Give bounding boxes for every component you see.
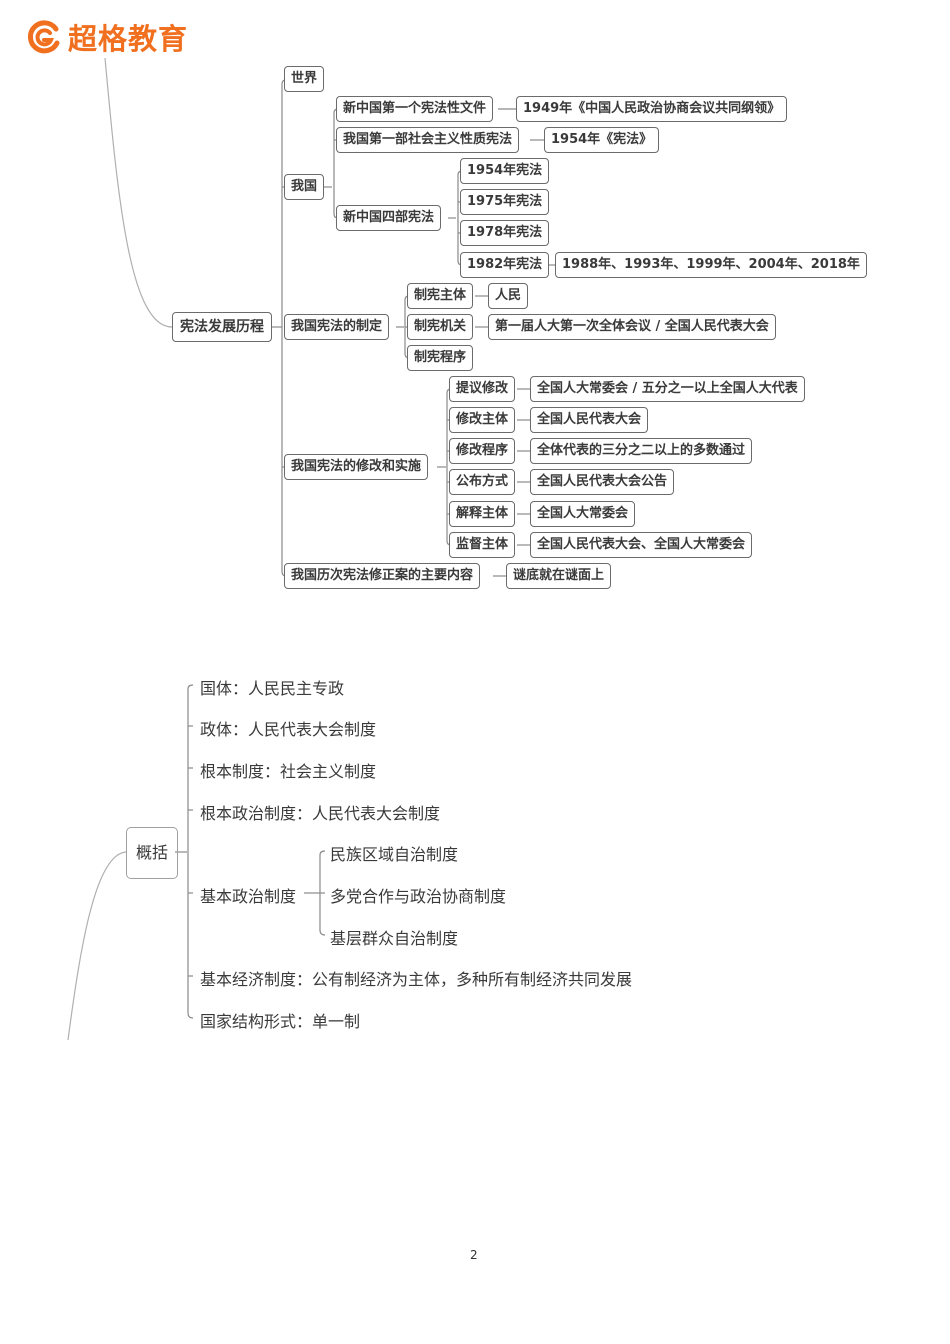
item-state-system[interactable]: 国体：人民民主专政 bbox=[200, 679, 345, 698]
node-making-subject[interactable]: 制宪主体 bbox=[407, 283, 474, 309]
g-logo-icon bbox=[27, 20, 60, 54]
item-state-structure[interactable]: 国家结构形式：单一制 bbox=[200, 1012, 361, 1031]
node-first-socialist[interactable]: 我国第一部社会主义性质宪法 bbox=[336, 127, 520, 153]
node-making-organ-value[interactable]: 第一届人大第一次全体会议 / 全国人民代表大会 bbox=[488, 314, 776, 340]
item-government-form[interactable]: 政体：人民代表大会制度 bbox=[200, 720, 377, 739]
node-world[interactable]: 世界 bbox=[284, 66, 325, 92]
brand-logo: 超格教育 bbox=[26, 16, 188, 58]
sub-item-grassroots[interactable]: 基层群众自治制度 bbox=[330, 929, 459, 948]
node-first-doc[interactable]: 新中国第一个宪法性文件 bbox=[336, 96, 494, 122]
brand-name: 超格教育 bbox=[68, 22, 189, 56]
node-making[interactable]: 我国宪法的制定 bbox=[284, 314, 390, 340]
node-amend-publish[interactable]: 公布方式 bbox=[449, 469, 516, 495]
node-history[interactable]: 我国历次宪法修正案的主要内容 bbox=[284, 563, 481, 589]
node-first-doc-value[interactable]: 1949年《中国人民政治协商会议共同纲领》 bbox=[516, 96, 788, 122]
node-constitution-1975[interactable]: 1975年宪法 bbox=[460, 189, 550, 215]
node-amend[interactable]: 我国宪法的修改和实施 bbox=[284, 454, 429, 480]
node-amend-propose[interactable]: 提议修改 bbox=[449, 376, 516, 402]
node-constitution-1954[interactable]: 1954年宪法 bbox=[460, 158, 550, 184]
node-amend-supervise-value[interactable]: 全国人民代表大会、全国人大常委会 bbox=[530, 532, 753, 558]
node-china[interactable]: 我国 bbox=[284, 174, 325, 200]
node-constitution-1978[interactable]: 1978年宪法 bbox=[460, 220, 550, 246]
node-amend-subject-value[interactable]: 全国人民代表大会 bbox=[530, 407, 649, 433]
node-four-constitutions[interactable]: 新中国四部宪法 bbox=[336, 205, 442, 231]
node-amend-interpret-value[interactable]: 全国人大常委会 bbox=[530, 501, 636, 527]
node-making-subject-value[interactable]: 人民 bbox=[488, 283, 529, 309]
node-amend-procedure[interactable]: 修改程序 bbox=[449, 438, 516, 464]
node-amend-supervise[interactable]: 监督主体 bbox=[449, 532, 516, 558]
root-node-summary[interactable]: 概括 bbox=[126, 827, 179, 879]
item-basic-economic-system[interactable]: 基本经济制度：公有制经济为主体，多种所有制经济共同发展 bbox=[200, 970, 633, 989]
item-fundamental-system[interactable]: 根本制度：社会主义制度 bbox=[200, 762, 377, 781]
node-amend-subject[interactable]: 修改主体 bbox=[449, 407, 516, 433]
node-making-procedure[interactable]: 制宪程序 bbox=[407, 345, 474, 371]
sub-item-ethnic-autonomy[interactable]: 民族区域自治制度 bbox=[330, 845, 459, 864]
node-constitution-1982[interactable]: 1982年宪法 bbox=[460, 252, 550, 278]
sub-item-multi-party[interactable]: 多党合作与政治协商制度 bbox=[330, 887, 507, 906]
node-history-value[interactable]: 谜底就在谜面上 bbox=[506, 563, 612, 589]
item-basic-political-system[interactable]: 基本政治制度 bbox=[200, 887, 297, 906]
root-node-constitution-history[interactable]: 宪法发展历程 bbox=[172, 312, 272, 342]
node-amend-publish-value[interactable]: 全国人民代表大会公告 bbox=[530, 469, 675, 495]
node-making-organ[interactable]: 制宪机关 bbox=[407, 314, 474, 340]
item-fundamental-political-system[interactable]: 根本政治制度：人民代表大会制度 bbox=[200, 804, 441, 823]
node-amendment-years[interactable]: 1988年、1993年、1999年、2004年、2018年 bbox=[555, 252, 867, 278]
node-amend-propose-value[interactable]: 全国人大常委会 / 五分之一以上全国人大代表 bbox=[530, 376, 805, 402]
page-number: 2 bbox=[470, 1248, 478, 1262]
node-amend-interpret[interactable]: 解释主体 bbox=[449, 501, 516, 527]
node-amend-procedure-value[interactable]: 全体代表的三分之二以上的多数通过 bbox=[530, 438, 753, 464]
node-first-socialist-value[interactable]: 1954年《宪法》 bbox=[544, 127, 660, 153]
